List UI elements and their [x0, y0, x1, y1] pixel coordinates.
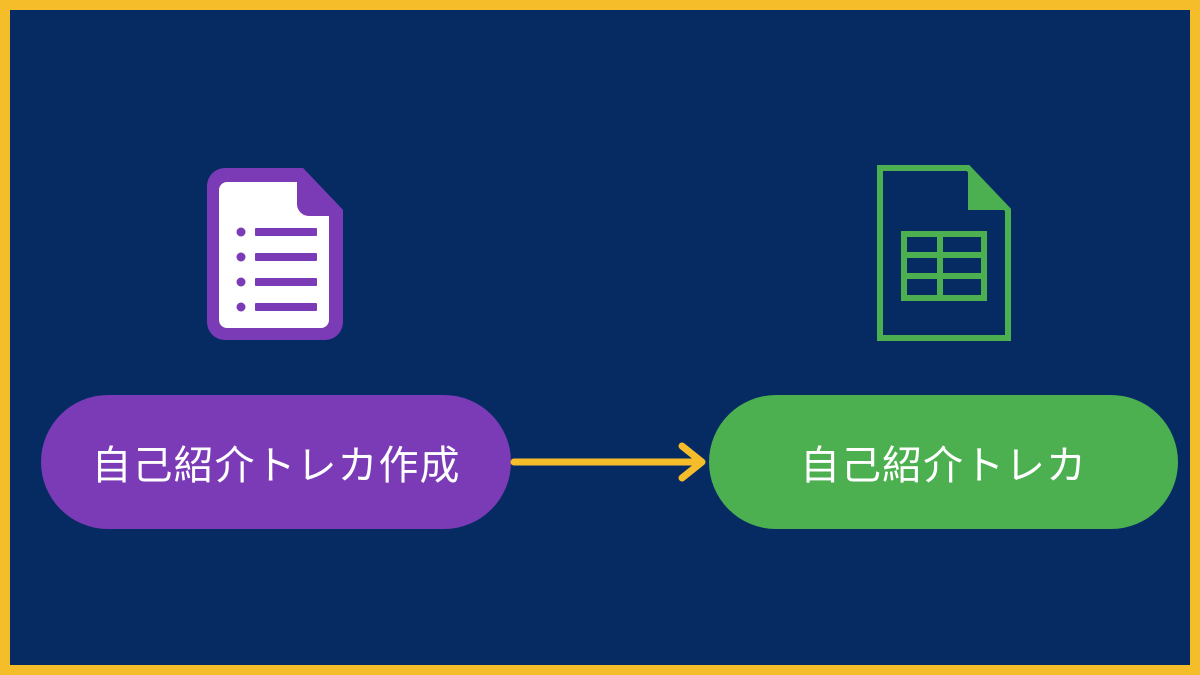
google-sheets-icon — [877, 165, 1011, 341]
source-label: 自己紹介トレカ作成 — [91, 443, 461, 489]
source-pill: 自己紹介トレカ作成 — [41, 395, 511, 529]
target-label: 自己紹介トレカ — [800, 443, 1087, 489]
google-forms-icon — [207, 168, 343, 340]
arrow-right-icon — [510, 442, 706, 482]
target-pill: 自己紹介トレカ — [709, 395, 1178, 529]
